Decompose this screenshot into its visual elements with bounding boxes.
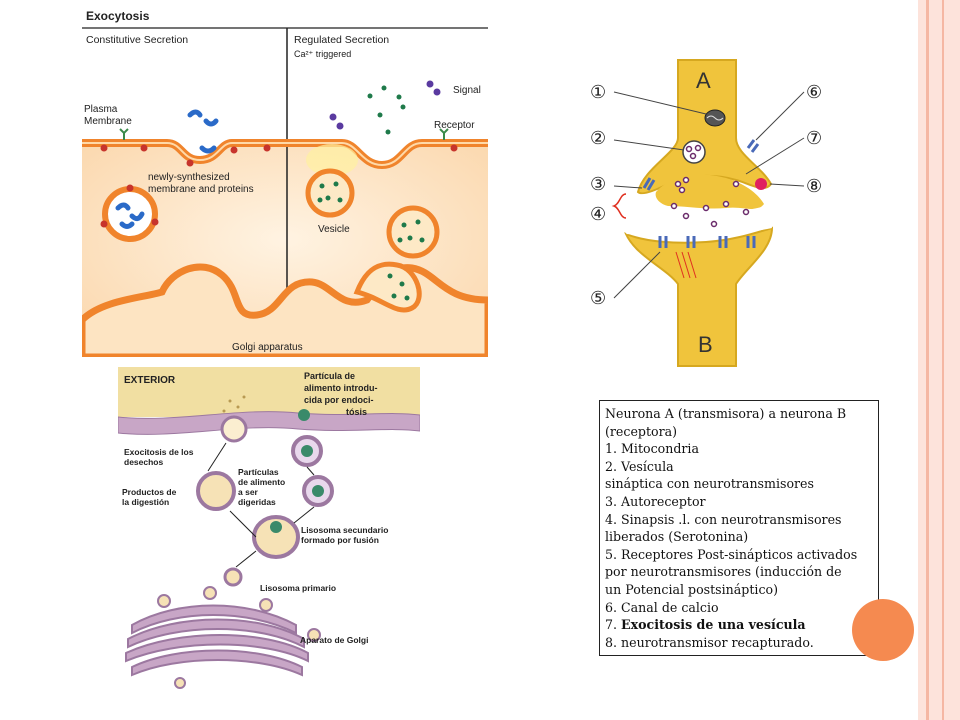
marker-6: ⑥ [806, 82, 822, 102]
border-rule [926, 0, 929, 720]
marker-4: ④ [590, 204, 606, 224]
waste-label-2: desechos [124, 457, 163, 467]
particles-label-4: digeridas [238, 497, 276, 507]
legend-line: (receptora) [605, 423, 678, 439]
exterior-label: EXTERIOR [124, 375, 176, 386]
secondary-label-2: formado por fusión [301, 535, 379, 545]
right-border [918, 0, 960, 720]
particles-label-3: a ser [238, 487, 259, 497]
legend-line: Neurona A (transmisora) a neurona B [605, 406, 847, 421]
signal-label: Signal [453, 85, 481, 96]
neuron-a-label: A [696, 68, 711, 93]
vesicle-label: Vesicle [318, 224, 350, 235]
marker-5: ⑤ [590, 288, 606, 308]
ca-trigger-label: Ca²⁺ triggered [294, 49, 351, 59]
exocytosis-title: Exocytosis [86, 9, 150, 23]
regulated-label: Regulated Secretion [294, 34, 389, 46]
particle-label-2: alimento introdu- [304, 383, 378, 393]
neuron-b-label: B [698, 332, 713, 357]
legend-line: liberados (Serotonina) [605, 529, 749, 545]
plasma-label-2: Membrane [84, 116, 132, 127]
legend-line: 6. Canal de calcio [605, 599, 719, 615]
particle-label-4: tósis [346, 407, 367, 417]
legend-box: Neurona A (transmisora) a neurona B (rec… [599, 400, 879, 656]
receptor-label: Receptor [434, 120, 475, 131]
legend-line-7: 7. Exocitosis de una vesícula [605, 616, 878, 634]
newly-label-2: membrane and proteins [148, 184, 254, 195]
particles-label-2: de alimento [238, 477, 285, 487]
legend-line: por neurotransmisores (inducción de [605, 564, 842, 580]
constitutive-label: Constitutive Secretion [86, 34, 188, 46]
accent-circle [852, 599, 914, 661]
legend-line: sináptica con neurotransmisores [605, 476, 814, 492]
primary-label: Lisosoma primario [260, 583, 336, 593]
newly-label-1: newly-synthesized [148, 172, 230, 183]
synapse-figure: A B ① ② ③ ④ ⑤ ⑥ ⑦ ⑧ [586, 56, 846, 370]
products-label-2: la digestión [122, 497, 169, 507]
particles-label-1: Partículas [238, 467, 279, 477]
legend-line-7-prefix: 7. [605, 617, 622, 633]
border-rule [942, 0, 944, 720]
legend-line: 2. Vesícula [605, 458, 674, 474]
exocytosis-figure: Exocytosis Constitutive Secretion Regula… [82, 0, 488, 357]
secondary-label-1: Lisosoma secundario [301, 525, 388, 535]
legend-line: un Potencial postsináptico) [605, 581, 778, 597]
legend-line: 1. Mitocondria [605, 441, 699, 457]
legend-line-7-bold: Exocitosis de una vesícula [621, 617, 806, 633]
marker-3: ③ [590, 174, 606, 194]
particle-label-1: Partícula de [304, 371, 355, 381]
golgi-label: Golgi apparatus [232, 342, 303, 353]
endocytosis-figure: EXTERIOR Partícula de alimento introdu- … [118, 367, 420, 689]
particle-label-3: cida por endoci- [304, 395, 374, 405]
marker-1: ① [590, 82, 606, 102]
legend-line: 4. Sinapsis .l. con neurotransmisores [605, 511, 842, 527]
golgi-es-label: Aparato de Golgi [300, 635, 368, 645]
marker-2: ② [590, 128, 606, 148]
marker-8: ⑧ [806, 176, 822, 196]
legend-line: 5. Receptores Post-sinápticos activados [605, 546, 858, 562]
products-label-1: Productos de [122, 487, 177, 497]
plasma-label-1: Plasma [84, 104, 118, 115]
legend-line: 8. neurotransmisor recapturado. [605, 634, 814, 650]
marker-7: ⑦ [806, 128, 822, 148]
waste-label-1: Exocitosis de los [124, 447, 194, 457]
legend-line: 3. Autoreceptor [605, 493, 706, 509]
